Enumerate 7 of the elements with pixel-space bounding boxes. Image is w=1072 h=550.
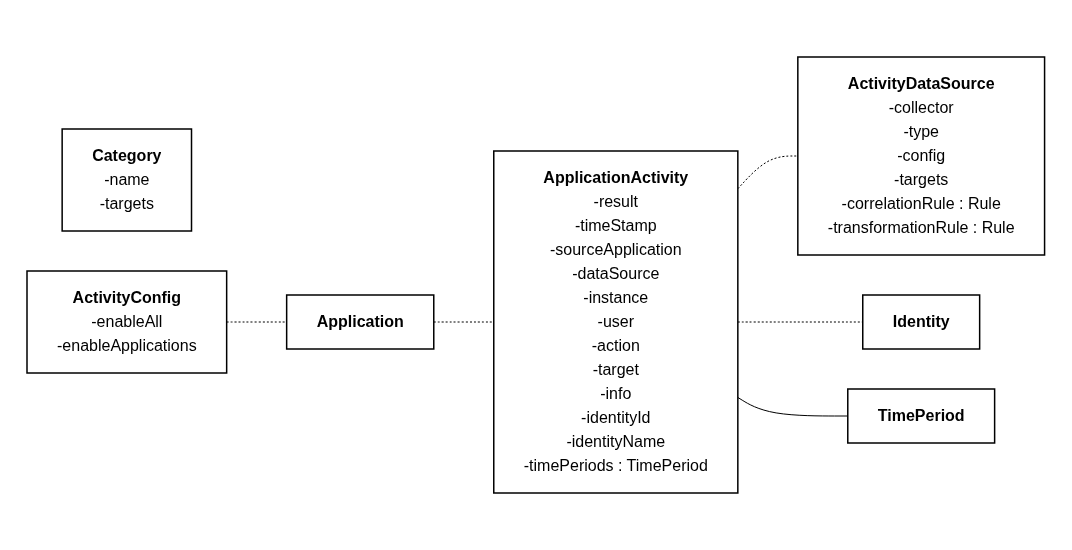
node-box: Application [286,294,435,350]
node-box: Identity [862,294,981,350]
node-box: TimePeriod [847,388,996,444]
node-box: ActivityDataSource -collector -type -config -targets -correlationRule : Rule -transformationRule : Rule [797,56,1046,256]
node-box: ActivityConfig -enableAll -enableApplications [26,270,228,374]
node-box: Category -name -targets [61,128,193,232]
node-box: ApplicationActivity -result -timeStamp -sourceApplication -dataSource -instance -user -action -target -info -identityId -identityName -timePeriods : TimePeriod [493,150,739,494]
